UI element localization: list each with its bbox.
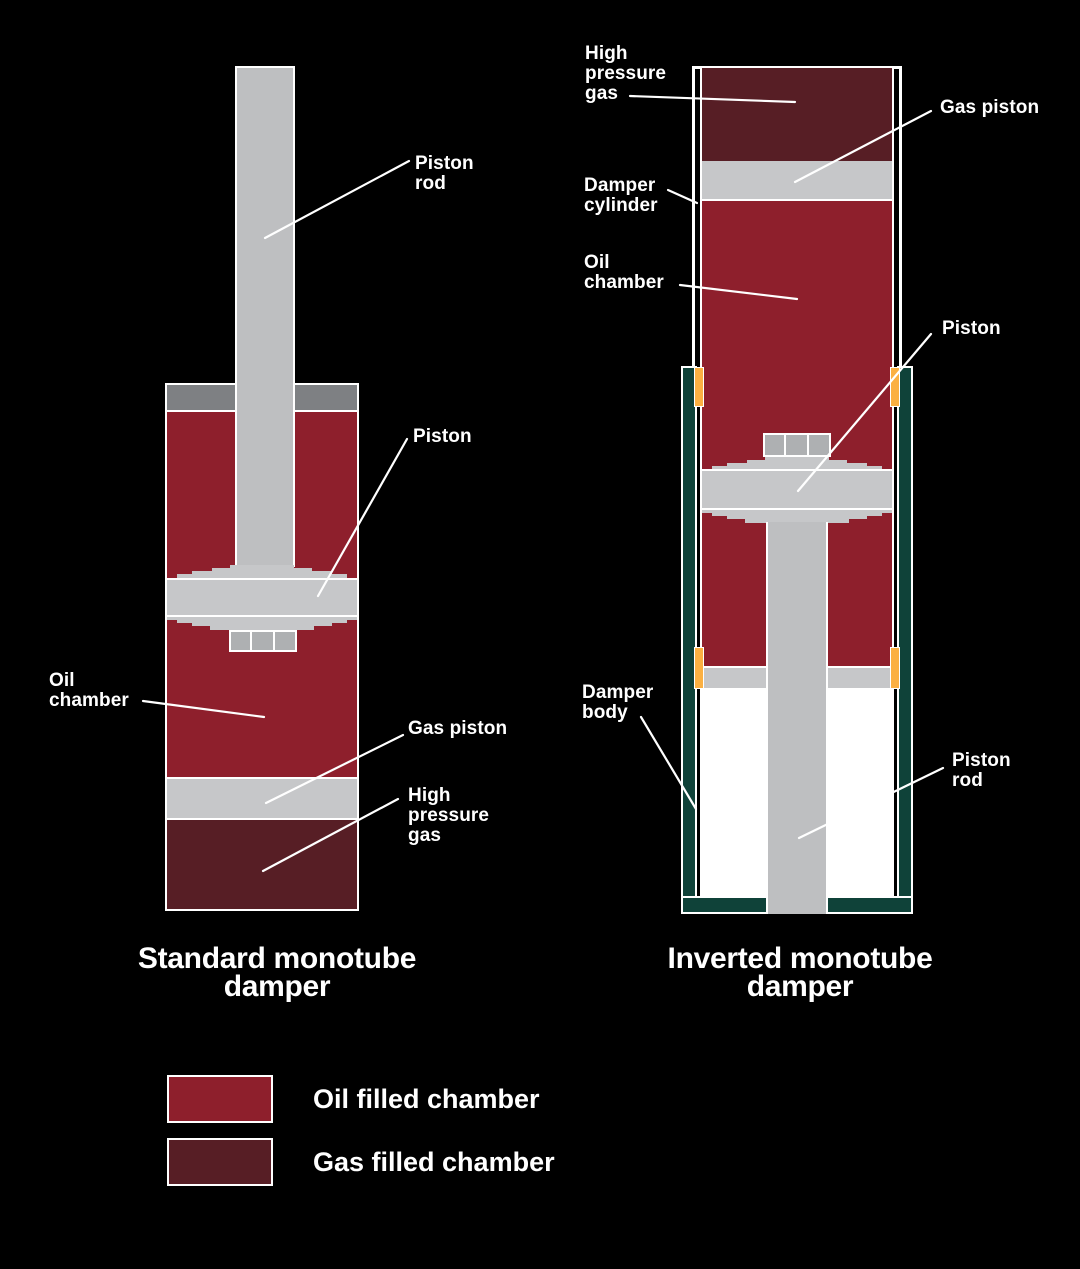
standard-piston-rod xyxy=(235,66,295,567)
leader-standard-gas-piston xyxy=(264,733,405,805)
legend-label-oil: Oil filled chamber xyxy=(313,1084,540,1114)
label-inverted-high-pressure-gas: High pressure gas xyxy=(585,43,667,104)
inverted-piston-upper-steps xyxy=(712,457,882,470)
leader-standard-oil-chamber xyxy=(141,699,266,719)
legend-label-gas: Gas filled chamber xyxy=(313,1147,555,1177)
leader-standard-high-pressure-gas xyxy=(261,797,400,873)
leader-standard-piston xyxy=(316,437,409,598)
leader-inverted-damper-body xyxy=(639,715,698,811)
valve-divider xyxy=(807,435,809,455)
label-inverted-gas-piston: Gas piston xyxy=(940,97,1040,118)
standard-piston-lower-steps xyxy=(167,617,357,630)
inverted-cylinder-outer-wall-left xyxy=(692,66,695,370)
inverted-piston-rod xyxy=(766,522,828,914)
label-standard-piston: Piston xyxy=(413,426,472,447)
inverted-seal-bottom-left xyxy=(694,647,704,689)
legend-swatch-gas xyxy=(167,1138,273,1186)
leader-inverted-gas-piston xyxy=(793,109,933,184)
valve-divider xyxy=(273,632,275,650)
label-inverted-oil-chamber: Oil chamber xyxy=(584,252,664,293)
label-inverted-piston: Piston xyxy=(942,318,1001,339)
legend-swatch-oil xyxy=(167,1075,273,1123)
label-standard-oil-chamber: Oil chamber xyxy=(49,670,129,711)
standard-gas-piston xyxy=(167,779,357,820)
valve-divider xyxy=(250,632,252,650)
inverted-gas-chamber xyxy=(702,68,892,161)
label-inverted-piston-rod: Piston rod xyxy=(952,750,1011,791)
leader-inverted-piston-rod xyxy=(797,766,945,840)
inverted-seal-bottom-right xyxy=(890,647,900,689)
inverted-piston-valve xyxy=(763,433,831,457)
inverted-seal-top-left xyxy=(694,367,704,407)
label-standard-gas-piston: Gas piston xyxy=(408,718,508,739)
inverted-damper-title: Inverted monotube damper xyxy=(667,942,933,1003)
standard-gas-chamber xyxy=(167,820,357,909)
inverted-cylinder-outer-wall-right xyxy=(899,66,902,370)
label-inverted-damper-body: Damper body xyxy=(582,682,654,723)
leader-inverted-piston xyxy=(796,332,933,493)
standard-piston-valve xyxy=(229,630,297,652)
leader-inverted-high-pressure-gas xyxy=(628,94,797,104)
standard-piston-upper-steps xyxy=(177,565,347,578)
label-standard-high-pressure-gas: High pressure gas xyxy=(408,785,490,846)
label-standard-piston-rod: Piston rod xyxy=(415,153,474,194)
valve-divider xyxy=(784,435,786,455)
standard-damper-title: Standard monotube damper xyxy=(137,942,417,1003)
inverted-piston-lower-steps xyxy=(702,510,892,523)
inverted-piston-band xyxy=(702,469,892,510)
leader-inverted-oil-chamber xyxy=(678,283,799,301)
leader-standard-piston-rod xyxy=(263,159,411,240)
inverted-seal-top-right xyxy=(890,367,900,407)
leader-inverted-damper-cylinder xyxy=(666,188,699,205)
label-inverted-damper-cylinder: Damper cylinder xyxy=(584,175,658,216)
